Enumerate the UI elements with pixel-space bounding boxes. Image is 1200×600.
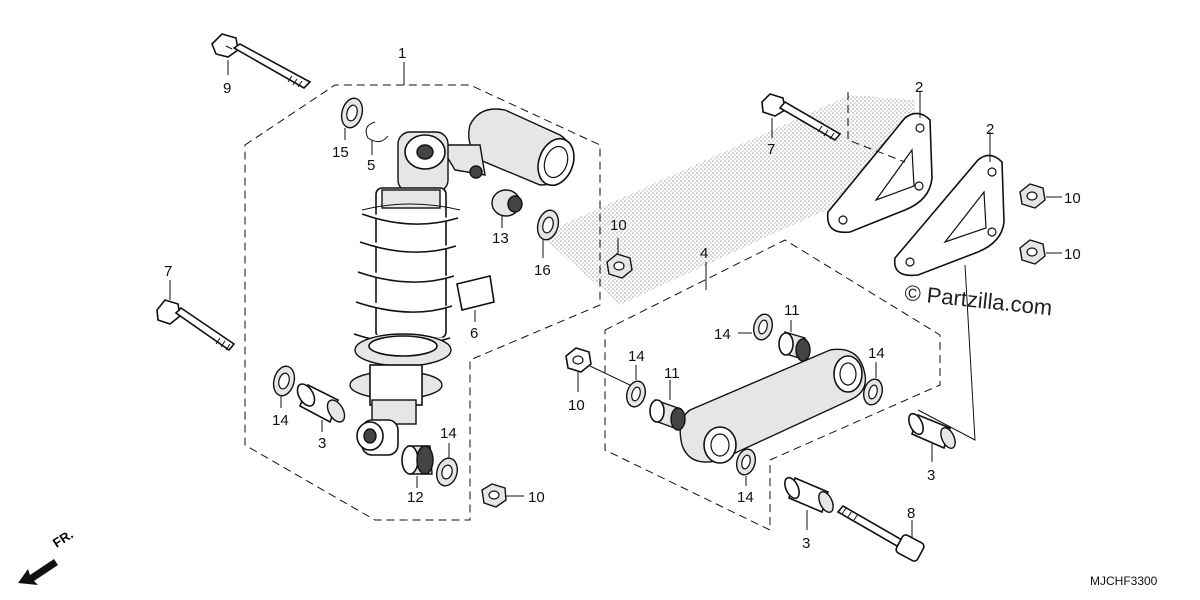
needle-bearing-11-lower <box>649 398 686 432</box>
frame-shading <box>540 95 915 305</box>
callout-14-link-upper: 14 <box>714 326 731 343</box>
front-direction-arrow <box>18 559 58 585</box>
dust-seal-14-link-upper <box>752 313 774 341</box>
callout-5: 5 <box>367 157 375 174</box>
callout-3-right: 3 <box>927 467 935 484</box>
callout-14-shock: 14 <box>440 425 457 442</box>
callout-12: 12 <box>407 489 424 506</box>
link-assembly-outline <box>604 239 941 531</box>
collar-3-bottom <box>784 476 834 514</box>
callout-8: 8 <box>907 505 915 522</box>
callout-10-mid: 10 <box>610 217 627 234</box>
dust-seal-14-link-left <box>625 380 647 408</box>
bushing-13 <box>491 189 523 217</box>
diagram-code: MJCHF3300 <box>1090 574 1158 588</box>
link-plate-2-a <box>826 112 933 234</box>
circlip <box>365 121 389 142</box>
callout-10-right-upper: 10 <box>1064 190 1081 207</box>
cushion-link-arm <box>679 348 867 464</box>
mount-line-top <box>847 92 906 163</box>
callout-14-link-right: 14 <box>868 345 885 362</box>
callout-11-upper: 11 <box>784 302 800 319</box>
callout-2-b: 2 <box>986 121 994 138</box>
bolt-7-left <box>156 299 236 352</box>
dust-seal-16 <box>536 209 560 241</box>
rear-shock-absorber <box>349 108 575 456</box>
callout-2-a: 2 <box>915 79 923 96</box>
link-axis-line <box>589 365 633 387</box>
nut-10-mid <box>606 253 633 279</box>
bolt-8 <box>836 504 925 562</box>
callout-16: 16 <box>534 262 551 279</box>
caution-label <box>456 275 495 311</box>
callout-10-link: 10 <box>568 397 585 414</box>
bolt-7-right <box>761 93 842 142</box>
callout-10-bottom: 10 <box>528 489 545 506</box>
callout-4: 4 <box>700 245 708 262</box>
nut-10-link <box>565 347 592 373</box>
nut-10-right-upper <box>1019 183 1046 209</box>
callout-7-left: 7 <box>164 263 172 280</box>
callout-1: 1 <box>398 45 406 62</box>
callout-11-lower: 11 <box>664 365 680 382</box>
nut-10-right-lower <box>1019 239 1046 265</box>
collar-3-right <box>908 412 956 450</box>
callout-9: 9 <box>223 80 231 97</box>
dust-seal-15 <box>340 97 364 129</box>
needle-bearing-11-upper <box>778 331 811 362</box>
bolt-9 <box>211 33 312 89</box>
callout-13: 13 <box>492 230 509 247</box>
dust-seal-14-link-right <box>862 378 884 406</box>
callout-14-link-bottom: 14 <box>737 489 754 506</box>
callout-10-right-lower: 10 <box>1064 246 1081 263</box>
mount-line-right <box>917 264 976 441</box>
callout-6: 6 <box>470 325 478 342</box>
callout-14-link-left: 14 <box>628 348 645 365</box>
dust-seal-14-shock <box>435 457 459 487</box>
collar-3-left <box>296 383 346 424</box>
callout-14-left: 14 <box>272 412 289 429</box>
callout-3-bottom: 3 <box>802 535 810 552</box>
dust-seal-14-link-bottom <box>735 448 757 476</box>
dust-seal-14-left <box>272 365 296 397</box>
shock-assembly-outline <box>244 84 601 521</box>
callout-7-right: 7 <box>767 141 775 158</box>
callout-15: 15 <box>332 144 349 161</box>
link-plate-2-b <box>893 154 1005 277</box>
callout-3-left: 3 <box>318 435 326 452</box>
needle-bearing-12 <box>401 445 434 475</box>
nut-10-bottom <box>481 483 507 508</box>
